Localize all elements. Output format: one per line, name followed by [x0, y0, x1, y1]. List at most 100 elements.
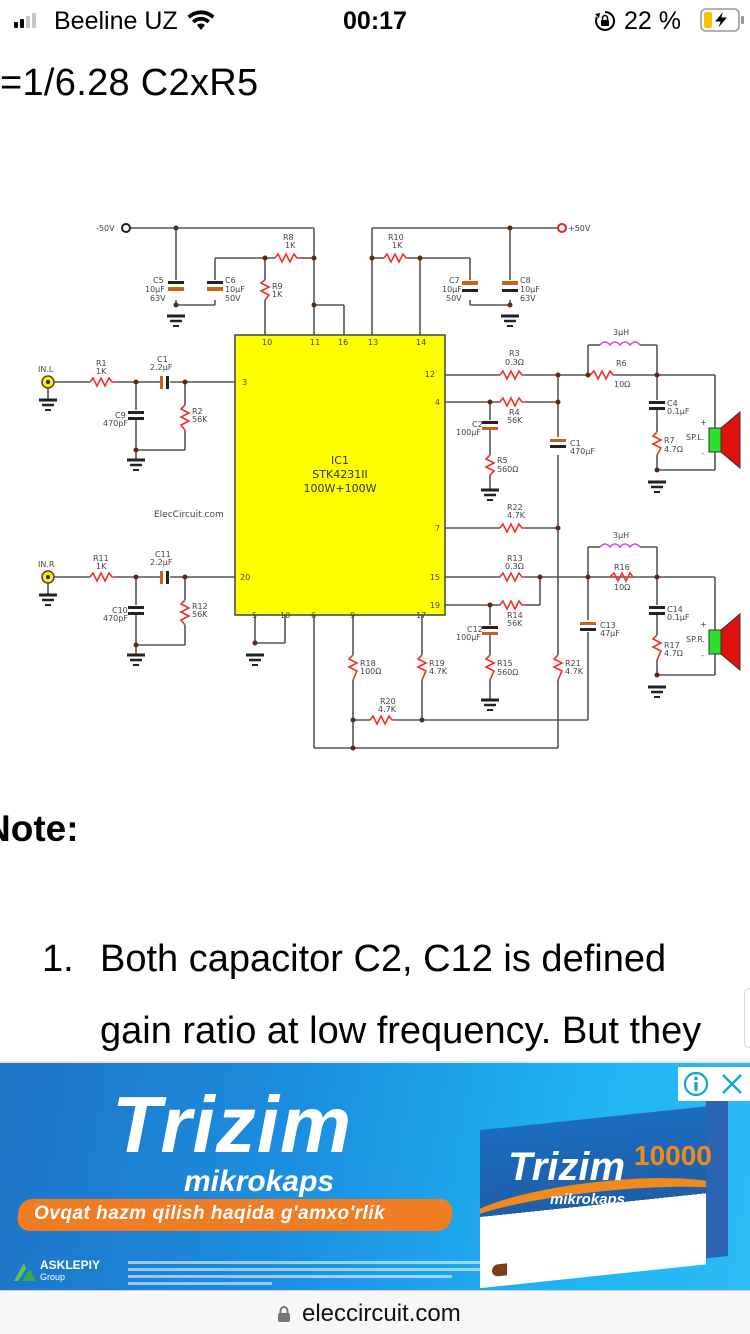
component-label: 10µF	[145, 285, 165, 294]
url-bar[interactable]: eleccircuit.com	[0, 1290, 750, 1334]
ic-part: STK4231II	[312, 468, 367, 481]
ad-fine-print	[128, 1261, 488, 1289]
component-label: 10Ω	[614, 380, 630, 389]
component-label: 3µH	[613, 328, 629, 337]
component-label: 560Ω	[497, 668, 518, 677]
component-label: C13	[600, 621, 616, 630]
scroll-indicator[interactable]	[744, 988, 750, 1048]
speaker-right-label: SP.R.	[686, 635, 705, 644]
component-label: 63V	[150, 294, 166, 303]
component-label: R9	[272, 282, 283, 291]
input-left-label: IN.L	[38, 365, 54, 374]
component-label: R4	[509, 408, 520, 417]
component-label: 0.1µF	[667, 407, 690, 416]
component-label: R1	[96, 359, 107, 368]
ic-power: 100W+100W	[304, 482, 377, 495]
component-label: 0.3Ω	[505, 358, 524, 367]
component-label: 4.7Ω	[664, 649, 683, 658]
component-label: 100µF	[456, 428, 481, 437]
component-label: 4.7K	[507, 511, 526, 520]
pin-label: 15	[430, 573, 440, 582]
advertisement-banner[interactable]: Trizim mikrokaps Ovqat hazm qilish haqid…	[0, 1061, 750, 1290]
pin-label: 13	[368, 338, 378, 347]
component-label: 470pF	[103, 419, 128, 428]
component-label: 56K	[192, 610, 208, 619]
component-label: -	[701, 651, 704, 660]
component-label: 4.7K	[429, 667, 448, 676]
speaker-left-icon	[708, 410, 741, 470]
note-heading: Note:	[0, 808, 79, 849]
component-label: 4.7Ω	[664, 445, 683, 454]
pin-label: 9	[350, 611, 355, 620]
component-label: R19	[429, 659, 445, 668]
pin-label: 20	[240, 573, 250, 582]
component-label: 56K	[507, 416, 523, 425]
component-label: C11	[155, 550, 171, 559]
supply-pos-label: +50V	[568, 224, 591, 233]
component-label: +	[700, 620, 707, 629]
asklepiy-logo-icon	[14, 1263, 36, 1281]
component-label: C4	[667, 399, 678, 408]
component-label: C1	[157, 355, 168, 364]
component-label: 56K	[507, 619, 523, 628]
component-label: C10	[112, 606, 128, 615]
ad-brand: Trizim	[112, 1080, 353, 1169]
ad-tagline: Ovqat hazm qilish haqida g'amxo'rlik	[34, 1203, 386, 1224]
component-label: R5	[497, 456, 508, 465]
ic-body	[234, 334, 446, 616]
component-label: C2	[472, 420, 483, 429]
component-label: R12	[192, 602, 208, 611]
component-label: R7	[664, 436, 675, 445]
component-label: C7	[449, 276, 460, 285]
list-number: 1.	[42, 938, 74, 980]
component-label: R6	[616, 359, 627, 368]
supply-neg-label: -50V	[96, 224, 115, 233]
component-label: 47µF	[600, 629, 620, 638]
component-label: C9	[115, 411, 126, 420]
component-label: 3µH	[613, 531, 629, 540]
ad-close-button[interactable]	[714, 1067, 750, 1101]
component-label: 1K	[285, 241, 296, 250]
ic-name: IC1	[331, 454, 349, 467]
product-box-subtitle: mikrokaps	[550, 1190, 626, 1208]
component-label: C12	[467, 625, 483, 634]
component-label: 50V	[225, 294, 241, 303]
component-label: C5	[153, 276, 164, 285]
battery-charging-icon	[700, 8, 744, 32]
formula-text: =1/6.28 C2xR5	[0, 62, 259, 104]
component-label: 470pF	[103, 614, 128, 623]
component-label: 100µF	[456, 633, 481, 642]
component-label: R21	[565, 659, 581, 668]
speaker-left-label: SP.L.	[686, 433, 704, 442]
pin-label: 12	[425, 370, 435, 379]
component-label: R14	[507, 611, 523, 620]
component-label: 56K	[192, 415, 208, 424]
watermark: ElecCircuit.com	[154, 510, 224, 520]
component-label: 0.1µF	[667, 613, 690, 622]
pin-label: 19	[430, 601, 440, 610]
component-label: 2.2µF	[150, 558, 173, 567]
ad-info-button[interactable]	[678, 1067, 714, 1101]
component-label: 470µF	[570, 447, 595, 456]
pin-label: 10	[262, 338, 272, 347]
component-label: 1K	[392, 241, 403, 250]
product-box-number: 10000	[634, 1139, 712, 1171]
close-icon	[722, 1074, 742, 1094]
list-item-text-line-2: gain ratio at low frequency. But they	[100, 1010, 702, 1052]
component-label: 4.7K	[378, 705, 397, 714]
component-label: R2	[192, 407, 203, 416]
ad-subtitle: mikrokaps	[184, 1165, 335, 1198]
component-label: -	[701, 449, 704, 458]
component-label: R16	[614, 563, 630, 572]
pin-label: 11	[310, 338, 320, 347]
clock: 00:17	[343, 7, 407, 35]
pin-label: 10	[280, 611, 290, 620]
pin-label: 16	[338, 338, 348, 347]
pin-label: 4	[435, 398, 440, 407]
component-label: R10	[388, 233, 404, 242]
pin-label: 14	[416, 338, 426, 347]
component-label: C8	[520, 276, 531, 285]
component-label: 4.7K	[565, 667, 584, 676]
pin-label: 5	[252, 611, 257, 620]
product-box-name: Trizim	[508, 1145, 626, 1190]
